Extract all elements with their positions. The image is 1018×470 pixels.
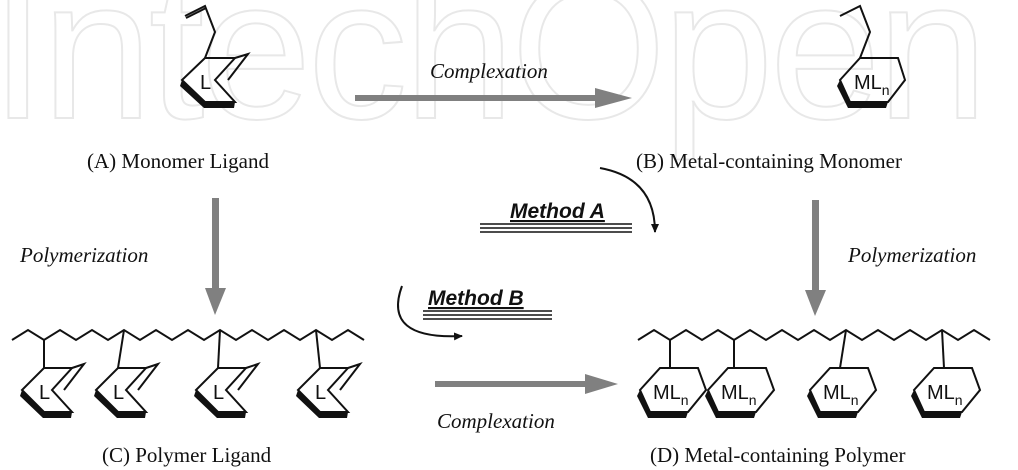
ring-label-d1: MLn <box>653 382 689 408</box>
metal-polymer-structure <box>637 328 991 369</box>
ring-label-d3: MLn <box>823 382 859 408</box>
label-metal-monomer: (B) Metal-containing Monomer <box>636 149 902 173</box>
label-monomer-ligand: (A) Monomer Ligand <box>87 149 269 173</box>
label-left-polymerization: Polymerization <box>19 243 148 267</box>
ring-label-b: MLn <box>854 72 890 98</box>
method-b-curved-arrow <box>397 285 463 341</box>
method-a-curved-arrow <box>599 167 659 233</box>
label-top-complexation: Complexation <box>430 59 548 83</box>
method-b-underline <box>423 310 552 320</box>
method-a-underline <box>480 223 632 233</box>
ring-label-d4: MLn <box>927 382 963 408</box>
ring-label-d2: MLn <box>721 382 757 408</box>
watermark: IntechOpen <box>0 0 984 161</box>
ring-label-c3: L <box>213 382 224 404</box>
metal-polymer-ring-1: MLn <box>637 367 708 418</box>
label-method-a: Method A <box>510 200 605 223</box>
ring-label-c2: L <box>113 382 124 404</box>
polymer-ligand-ring-1: L <box>20 362 87 418</box>
label-method-b: Method B <box>428 287 524 310</box>
label-bottom-complexation: Complexation <box>437 409 555 433</box>
metal-polymer-ring-2: MLn <box>705 367 776 418</box>
polymer-ligand-ring-4: L <box>296 362 363 418</box>
ring-label-c4: L <box>315 382 326 404</box>
ring-label-c1: L <box>39 382 50 404</box>
polymer-ligand-ring-2: L <box>94 362 161 418</box>
monomer-ligand-structure: L <box>180 4 251 108</box>
label-polymer-ligand: (C) Polymer Ligand <box>102 443 272 467</box>
label-right-polymerization: Polymerization <box>847 243 976 267</box>
label-metal-polymer: (D) Metal-containing Polymer <box>650 443 905 467</box>
ring-label-a: L <box>200 72 211 94</box>
arrow-bottom-complexation <box>435 374 618 394</box>
metal-polymer-ring-4: MLn <box>911 367 982 418</box>
metal-polymer-ring-3: MLn <box>807 367 878 418</box>
metal-monomer-structure: MLn <box>837 4 907 108</box>
arrow-left-polymerization <box>205 198 226 315</box>
polymer-ligand-ring-3: L <box>194 362 261 418</box>
polymer-ligand-structure <box>11 328 365 369</box>
arrow-top-complexation <box>355 88 632 108</box>
arrow-right-polymerization <box>805 200 826 316</box>
